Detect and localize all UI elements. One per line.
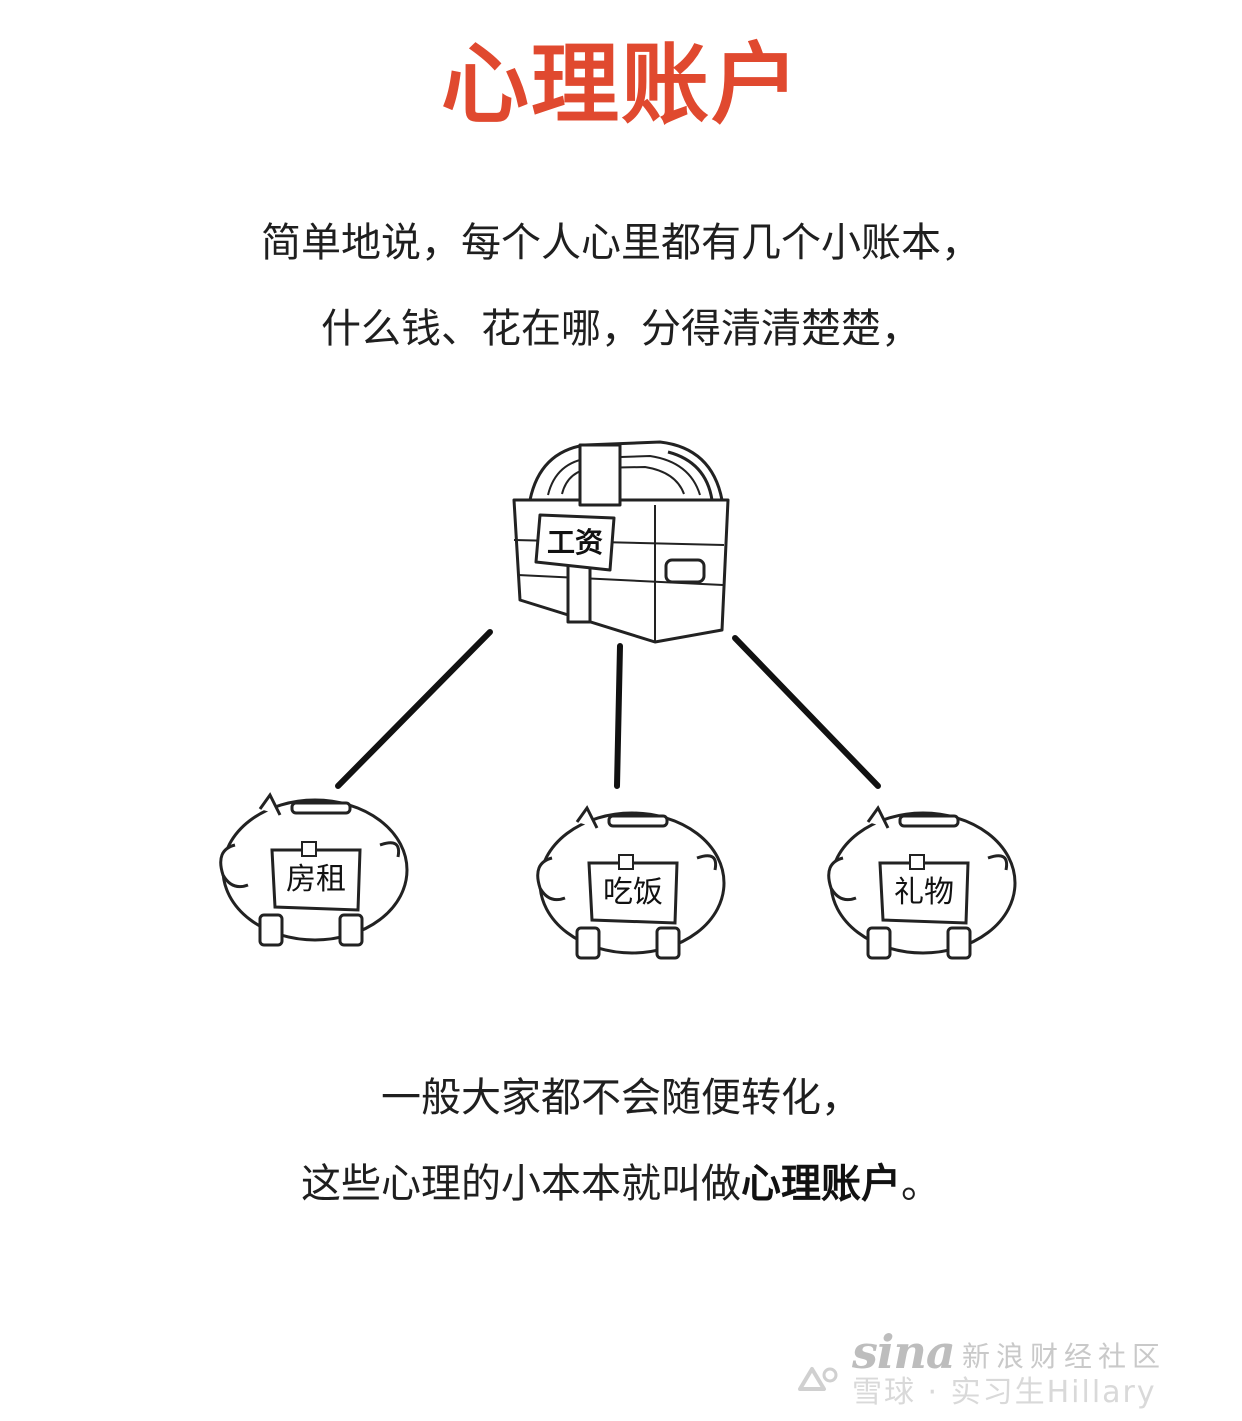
watermark-site: 新浪财经社区 [962,1340,1167,1373]
connector-middle [614,643,623,789]
intro-line-2: 什么钱、花在哪，分得清清楚楚， [321,306,921,352]
piggy-bank-rent: 房租 [219,792,409,947]
intro-paragraph: 简单地说，每个人心里都有几个小账本， 什么钱、花在哪，分得清清楚楚， [0,200,1242,372]
watermark-author: 雪球 · 实习生Hillary [852,1375,1157,1410]
connector-lines [335,629,881,789]
connector-right [732,635,881,789]
piggy-label-gift: 礼物 [894,875,954,910]
page-title: 心理账户 [440,33,801,136]
treasure-chest-icon: 工资 [512,440,730,644]
piggy-bank-gift: 礼物 [827,805,1017,960]
wechat-logo-icon [798,1367,838,1391]
watermark: sina 新浪财经社区 雪球 · 实习生Hillary [792,1317,1212,1410]
outro-line-1: 一般大家都不会随便转化， [381,1075,861,1121]
piggy-label-food: 吃饭 [603,875,663,910]
outro-line-2-emphasis: 心理账户 [741,1161,901,1207]
chest-label: 工资 [547,526,603,559]
mental-accounts-illustration: 工资 房租 吃饭 礼物 [219,440,1017,960]
outro-paragraph: 一般大家都不会随便转化， 这些心理的小本本就叫做心理账户。 [0,1055,1242,1227]
connector-left [335,629,493,789]
outro-line-2-prefix: 这些心理的小本本就叫做 [301,1161,741,1207]
piggy-bank-food: 吃饭 [536,805,726,960]
intro-line-1: 简单地说，每个人心里都有几个小账本， [261,220,981,266]
outro-line-2: 这些心理的小本本就叫做心理账户。 [0,1141,1242,1227]
piggy-label-rent: 房租 [286,862,346,897]
outro-line-2-suffix: 。 [901,1161,941,1207]
sina-logo: sina [852,1325,956,1379]
